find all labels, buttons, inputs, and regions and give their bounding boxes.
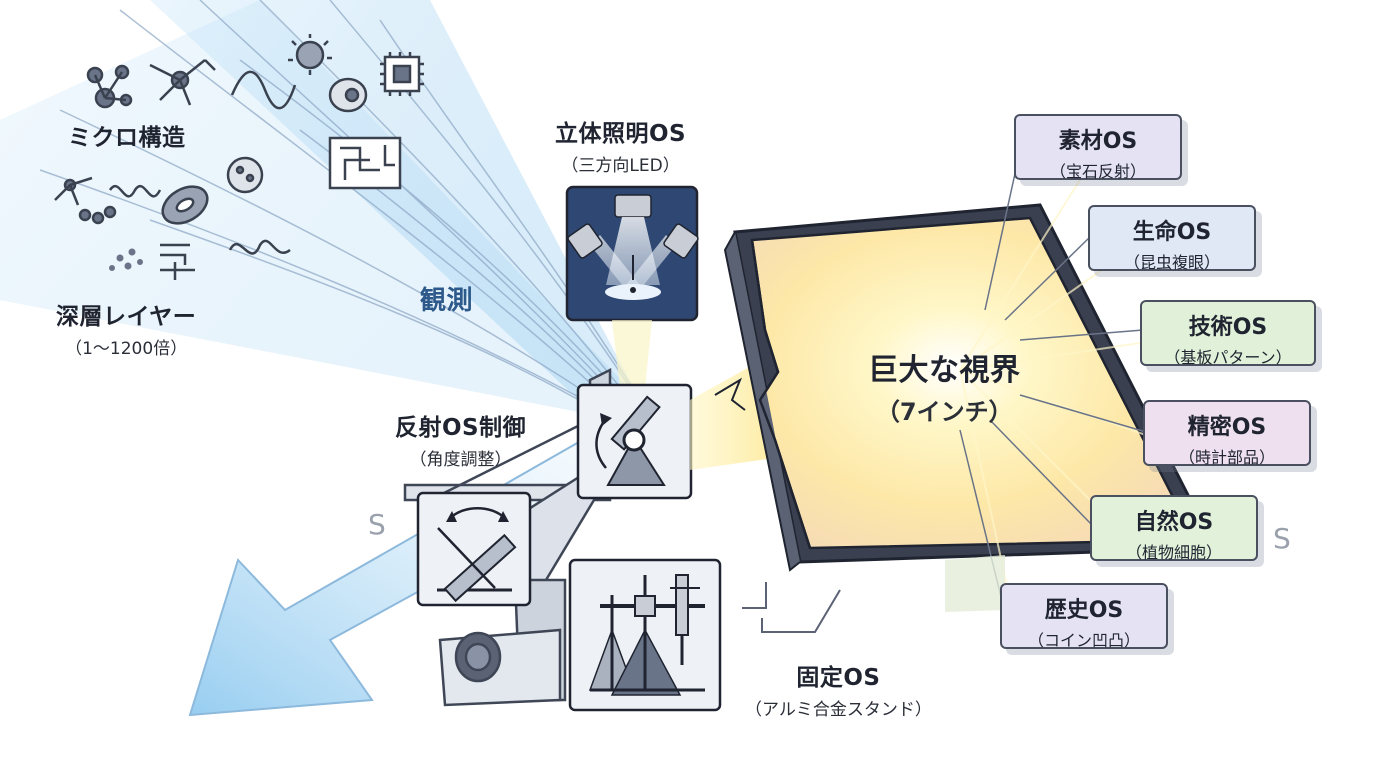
- round-cell-icon: [226, 156, 264, 194]
- os-box-precision-sub: （時計部品）: [1178, 448, 1275, 467]
- virus-icon: [288, 34, 332, 75]
- lighting-label: 立体照明OS （三方向LED）: [555, 114, 686, 176]
- lighting-title: 立体照明OS: [555, 121, 687, 147]
- bacteria-chain-icon: [78, 205, 117, 225]
- reflect-label: 反射OS制御 （角度調整）: [395, 408, 526, 470]
- os-box-material: 素材OS （宝石反射）: [1014, 114, 1182, 181]
- os-box-material-title: 素材OS: [1058, 129, 1138, 154]
- os-box-history-title: 歴史OS: [1044, 598, 1124, 623]
- screen-title: 巨大な視界: [868, 353, 1021, 388]
- screen-sub: （7インチ）: [875, 398, 1013, 426]
- os-box-tech: 技術OS （基板パターン）: [1140, 300, 1316, 367]
- box-shadow-panel: [945, 555, 1005, 612]
- os-box-history: 歴史OS （コイン凹凸）: [1000, 583, 1168, 650]
- neuron-icon: [149, 59, 216, 106]
- deep-layer-label: 深層レイヤー （1〜1200倍）: [56, 297, 196, 359]
- micro-structure-icons: [54, 34, 424, 280]
- os-box-precision: 精密OS （時計部品）: [1143, 400, 1311, 467]
- fixed-connector-line: [742, 582, 841, 633]
- dots-cluster-icon: [109, 248, 143, 271]
- deep-layer-title: 深層レイヤー: [56, 304, 197, 330]
- filament-icon: [108, 185, 162, 198]
- s-mark-left: S: [368, 508, 386, 541]
- display-screen: [723, 179, 1218, 601]
- os-box-precision-title: 精密OS: [1187, 415, 1267, 440]
- observe-label: 観測: [420, 280, 473, 317]
- micro-structure-label: ミクロ構造: [68, 118, 186, 152]
- angle-adjust-module: [416, 491, 532, 607]
- fixed-title: 固定OS: [796, 665, 881, 691]
- micro-structure-title: ミクロ構造: [68, 125, 186, 151]
- squiggle-icon: [228, 239, 291, 255]
- organelle-icon: [161, 185, 209, 225]
- os-box-life-title: 生命OS: [1132, 220, 1212, 245]
- os-box-nature-sub: （植物細胞）: [1125, 543, 1222, 562]
- fixed-sub: （アルミ合金スタンド）: [745, 700, 932, 720]
- chip-icon: [380, 52, 424, 96]
- observe-title: 観測: [420, 286, 474, 316]
- fixed-label: 固定OS （アルミ合金スタンド）: [745, 658, 932, 720]
- light-column: [612, 320, 652, 388]
- os-box-nature: 自然OS （植物細胞）: [1090, 495, 1258, 562]
- wave-icon: [230, 70, 297, 110]
- os-box-tech-sub: （基板パターン）: [1164, 348, 1292, 367]
- os-box-life-sub: （昆虫複眼）: [1123, 253, 1220, 272]
- os-box-material-sub: （宝石反射）: [1049, 162, 1146, 181]
- os-box-nature-title: 自然OS: [1134, 510, 1214, 535]
- os-connector-lines: [959, 159, 1147, 606]
- circuit-board-icon: [328, 136, 402, 190]
- screen-label: 巨大な視界 （7インチ）: [868, 345, 1021, 427]
- reflect-module: [576, 383, 693, 500]
- lighting-sub: （三方向LED）: [561, 156, 680, 176]
- fixed-stand-module: [568, 558, 722, 712]
- deep-layer-sub: （1〜1200倍）: [65, 339, 188, 359]
- os-box-tech-title: 技術OS: [1188, 315, 1268, 340]
- os-box-life: 生命OS （昆虫複眼）: [1088, 205, 1256, 272]
- reflect-sub: （角度調整）: [409, 450, 512, 470]
- molecule-icon: [86, 64, 133, 109]
- reflect-title: 反射OS制御: [395, 415, 527, 441]
- cell-icon: [328, 77, 368, 113]
- chain-molecule-icon: [54, 176, 93, 206]
- os-box-history-sub: （コイン凹凸）: [1027, 631, 1140, 650]
- s-mark-right: S: [1273, 522, 1291, 555]
- lighting-module: [565, 185, 699, 322]
- layer-pattern-icon: [160, 243, 195, 280]
